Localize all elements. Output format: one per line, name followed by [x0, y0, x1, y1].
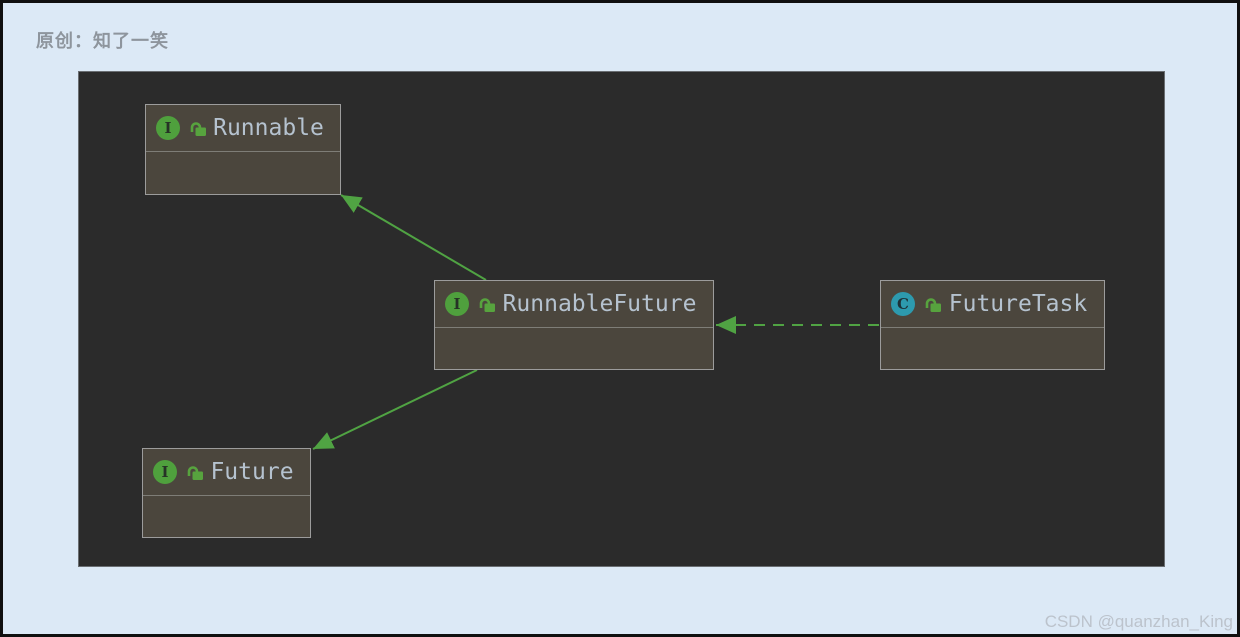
- edge-runnablefuture-extends-runnable: [340, 194, 487, 281]
- node-label: Runnable: [213, 115, 324, 141]
- uml-diagram-canvas: I Runnable I RunnableFuture: [78, 71, 1165, 567]
- node-header: I Runnable: [146, 105, 340, 152]
- node-header: C FutureTask: [881, 281, 1104, 328]
- uml-node-future[interactable]: I Future: [142, 448, 311, 538]
- edge-runnablefuture-extends-future: [312, 369, 478, 450]
- interface-icon: I: [445, 292, 469, 316]
- node-label: RunnableFuture: [502, 291, 697, 317]
- node-body: [146, 152, 340, 194]
- uml-node-future-task[interactable]: C FutureTask: [880, 280, 1105, 370]
- unlock-icon: [187, 466, 203, 480]
- uml-node-runnable[interactable]: I Runnable: [145, 104, 341, 195]
- interface-icon: I: [156, 116, 180, 140]
- uml-node-runnable-future[interactable]: I RunnableFuture: [434, 280, 714, 370]
- class-icon: C: [891, 292, 915, 316]
- node-body: [435, 328, 713, 369]
- unlock-icon: [925, 298, 941, 312]
- unlock-icon: [479, 298, 495, 312]
- node-label: Future: [210, 459, 294, 485]
- csdn-watermark: CSDN @quanzhan_King: [1044, 612, 1233, 631]
- node-header: I RunnableFuture: [435, 281, 713, 328]
- node-header: I Future: [143, 449, 310, 496]
- node-body: [881, 328, 1104, 369]
- author-label: 原创：知了一笑: [36, 31, 169, 51]
- node-label: FutureTask: [948, 291, 1088, 317]
- interface-icon: I: [153, 460, 177, 484]
- node-body: [143, 496, 310, 537]
- unlock-icon: [190, 122, 206, 136]
